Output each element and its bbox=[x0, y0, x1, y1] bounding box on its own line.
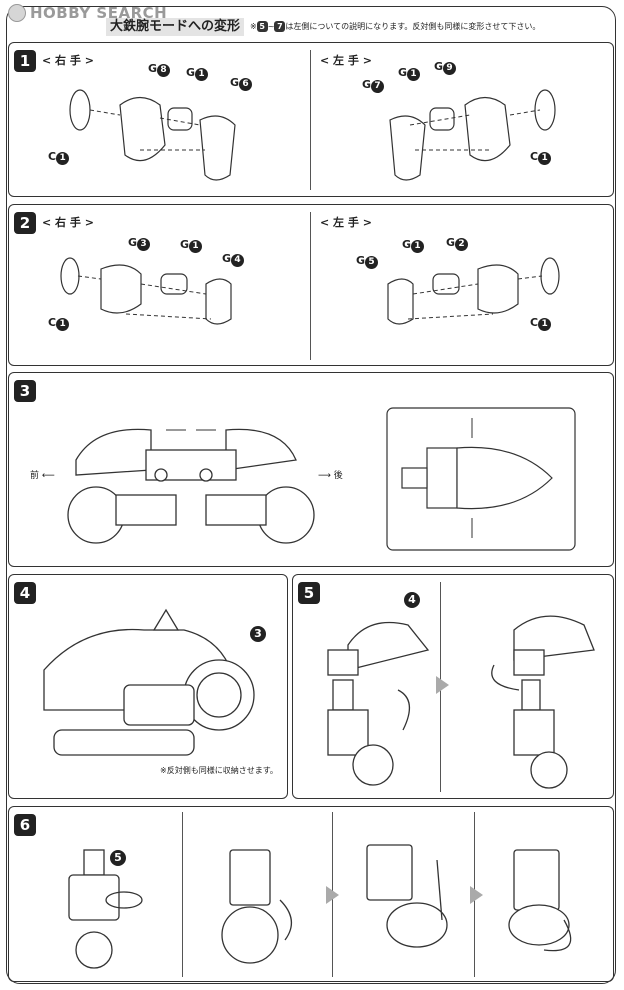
hobby-search-logo-icon bbox=[8, 4, 26, 22]
step-2-badge: 2 bbox=[14, 212, 36, 234]
step-1-right-hand-label: < 右 手 > bbox=[42, 54, 94, 67]
step-2-divider bbox=[310, 212, 311, 360]
step-1-divider bbox=[310, 50, 311, 190]
page-frame bbox=[6, 6, 616, 984]
step-5-after-illustration bbox=[491, 615, 595, 789]
page-title: 大鉄腕モードへの変形 bbox=[106, 18, 245, 36]
step-5-badge: 5 bbox=[298, 582, 320, 604]
step-1-left-illustration bbox=[389, 89, 556, 181]
watermark: HOBBY SEARCH bbox=[8, 4, 167, 22]
step-6-illustration-3 bbox=[366, 844, 448, 948]
step-2-left-illustration bbox=[387, 257, 560, 325]
back-direction-label: ⟶ 後 bbox=[318, 471, 343, 481]
step-3-illustration bbox=[67, 428, 315, 544]
step-6-panel bbox=[8, 806, 614, 982]
step-6-callout: 5 bbox=[110, 850, 126, 866]
step-4-panel bbox=[8, 574, 288, 799]
step-4-note: ※反対側も同様に収納させます。 bbox=[160, 766, 278, 775]
step-6-next-arrow-icon bbox=[326, 886, 339, 904]
step-3-panel bbox=[8, 372, 614, 567]
step-1-panel bbox=[8, 42, 614, 197]
note-badge-to: 7 bbox=[274, 21, 286, 32]
step-6-next-arrow-icon bbox=[470, 886, 483, 904]
step-4-callout: 3 bbox=[250, 626, 266, 642]
step-2-panel bbox=[8, 204, 614, 366]
step-6-divider-1 bbox=[182, 812, 183, 977]
step-3-detail-inset bbox=[386, 407, 576, 551]
step-2-right-hand-label: < 右 手 > bbox=[42, 216, 94, 229]
step-4-badge: 4 bbox=[14, 582, 36, 604]
step-5-next-arrow-icon bbox=[436, 676, 449, 694]
step-6-illustration-2 bbox=[221, 849, 292, 964]
step-1-badge: 1 bbox=[14, 50, 36, 72]
front-direction-label: 前 ⟵ bbox=[30, 471, 55, 481]
step-1-left-hand-label: < 左 手 > bbox=[320, 54, 372, 67]
step-2-left-hand-label: < 左 手 > bbox=[320, 216, 372, 229]
note-badge-from: 5 bbox=[256, 21, 268, 32]
step-3-badge: 3 bbox=[14, 380, 36, 402]
step-2-right-illustration bbox=[60, 257, 232, 325]
step-5-before-illustration bbox=[327, 621, 430, 786]
step-4-illustration bbox=[43, 608, 255, 756]
step-6-illustration-1 bbox=[68, 849, 143, 969]
step-5-panel bbox=[292, 574, 614, 799]
step-6-illustration-4 bbox=[508, 849, 572, 952]
step-5-callout: 4 bbox=[404, 592, 420, 608]
step-6-badge: 6 bbox=[14, 814, 36, 836]
step-1-right-illustration bbox=[69, 89, 236, 181]
watermark-text: HOBBY SEARCH bbox=[30, 4, 168, 22]
